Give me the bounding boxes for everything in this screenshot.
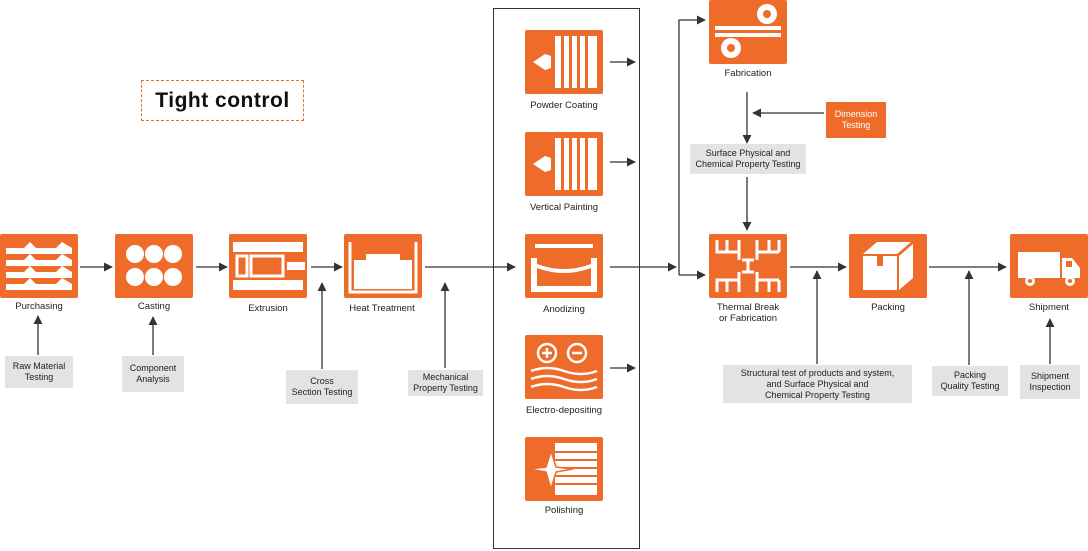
test-structural-and-surface: Structural test of products and system, … bbox=[723, 365, 912, 403]
spray-gun-icon bbox=[525, 30, 603, 94]
rollers-icon bbox=[709, 0, 787, 64]
test-packing-quality: Packing Quality Testing bbox=[932, 366, 1008, 396]
spray-gun-icon bbox=[525, 132, 603, 196]
sparkle-shine-icon bbox=[525, 437, 603, 501]
test-component-analysis: Component Analysis bbox=[122, 356, 184, 392]
test-dimension: Dimension Testing bbox=[826, 102, 886, 138]
step-label-shipment: Shipment bbox=[1028, 302, 1070, 313]
anodizing-tank-icon bbox=[525, 234, 603, 298]
truck-icon bbox=[1010, 234, 1088, 298]
step-label-anodizing: Anodizing bbox=[543, 304, 585, 315]
thermal-break-profile-icon bbox=[709, 234, 787, 298]
test-mechanical-property: Mechanical Property Testing bbox=[408, 370, 483, 396]
box-icon bbox=[849, 234, 927, 298]
billets-icon bbox=[115, 234, 193, 298]
step-label-polishing: Polishing bbox=[544, 505, 584, 516]
step-label-packing: Packing bbox=[871, 302, 905, 313]
step-label-electro-depositing: Electro-depositing bbox=[525, 405, 603, 416]
stacked-profiles-icon bbox=[0, 234, 78, 298]
test-surface-property-fabrication: Surface Physical and Chemical Property T… bbox=[690, 144, 806, 174]
step-label-purchasing: Purchasing bbox=[15, 301, 63, 312]
step-label-heat-treatment: Heat Treatment bbox=[349, 303, 415, 314]
step-label-fabrication: Fabrication bbox=[724, 68, 772, 79]
plus-minus-electrodes-icon bbox=[525, 335, 603, 399]
test-cross-section: Cross Section Testing bbox=[286, 370, 358, 404]
step-label-powder-coating: Powder Coating bbox=[530, 100, 598, 111]
aging-oven-icon bbox=[344, 234, 422, 298]
step-label-thermal-break: Thermal Break or Fabrication bbox=[716, 302, 780, 324]
step-label-casting: Casting bbox=[137, 301, 171, 312]
page-title: Tight control bbox=[141, 80, 304, 121]
step-label-extrusion: Extrusion bbox=[248, 303, 288, 314]
test-raw-material: Raw Material Testing bbox=[5, 356, 73, 388]
connector-to-fabrication bbox=[678, 15, 706, 275]
step-label-vertical-painting: Vertical Painting bbox=[529, 202, 599, 213]
surface-finishing-frame bbox=[493, 8, 640, 549]
extrusion-die-icon bbox=[229, 234, 307, 298]
test-shipment-inspection: Shipment Inspection bbox=[1020, 365, 1080, 399]
